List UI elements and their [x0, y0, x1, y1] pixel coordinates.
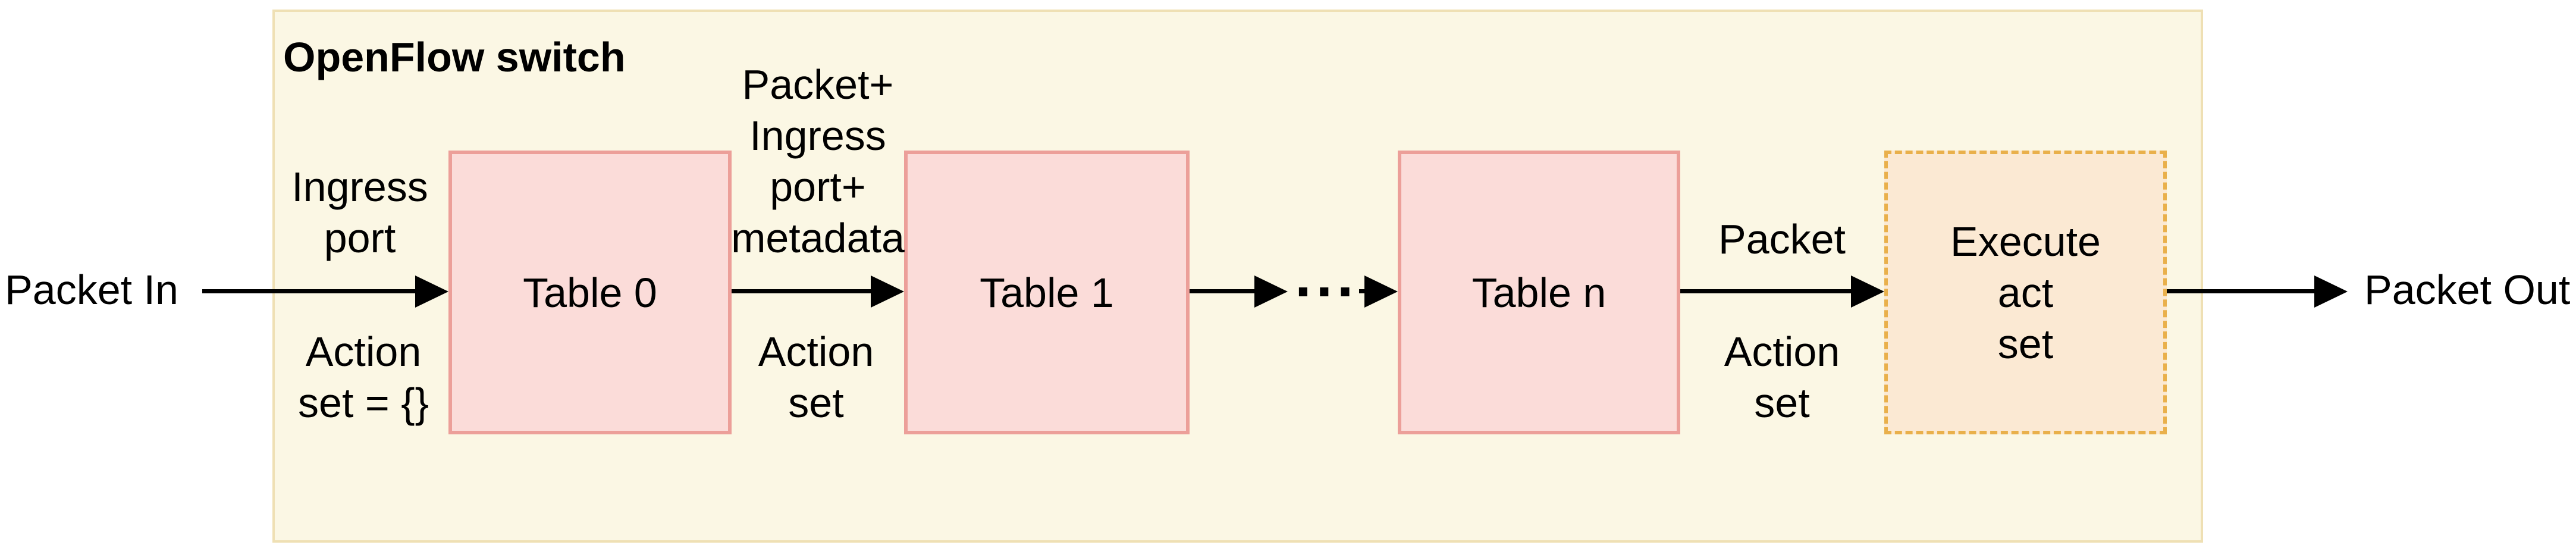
- tablen-to-execute-arrow: [1680, 275, 1884, 308]
- diagram-title: OpenFlow switch: [283, 34, 626, 80]
- execute-to-packet-out-arrow: [2167, 275, 2348, 308]
- arrow-head-icon: [871, 275, 904, 308]
- arrow-head-icon: [415, 275, 448, 308]
- packet-in-label: Packet In: [5, 267, 178, 313]
- ingress-port-label: Ingress port: [291, 164, 428, 261]
- packet-label: Packet: [1718, 216, 1846, 262]
- arrow-line: [1359, 289, 1369, 293]
- arrow-line: [1190, 289, 1259, 293]
- action-set-right-label: Action set: [1724, 328, 1840, 426]
- node-table-0: Table 0: [448, 151, 732, 434]
- arrow-line: [202, 289, 420, 293]
- pipeline-ellipsis: ···: [1295, 258, 1358, 325]
- ellipsis-to-tablen-arrow: [1359, 275, 1398, 308]
- table0-to-table1-arrow: [732, 275, 904, 308]
- arrow-head-icon: [2314, 275, 2348, 308]
- table1-to-ellipsis-arrow: [1190, 275, 1288, 308]
- arrow-head-icon: [1851, 275, 1884, 308]
- node-execute-action-set: Execute act set: [1884, 151, 2167, 434]
- node-table-n: Table n: [1398, 151, 1680, 434]
- arrow-head-icon: [1364, 275, 1398, 308]
- action-set-mid-label: Action set: [758, 328, 874, 426]
- packet-out-label: Packet Out: [2364, 267, 2571, 313]
- arrow-line: [2167, 289, 2319, 293]
- arrow-head-icon: [1254, 275, 1288, 308]
- arrow-line: [732, 289, 876, 293]
- node-table-1: Table 1: [904, 151, 1190, 434]
- arrow-line: [1680, 289, 1856, 293]
- packet-in-arrow: [202, 275, 448, 308]
- packet-ingress-metadata-label: Packet+ Ingress port+ metadata: [731, 61, 905, 261]
- action-set-empty-label: Action set = {}: [298, 328, 429, 426]
